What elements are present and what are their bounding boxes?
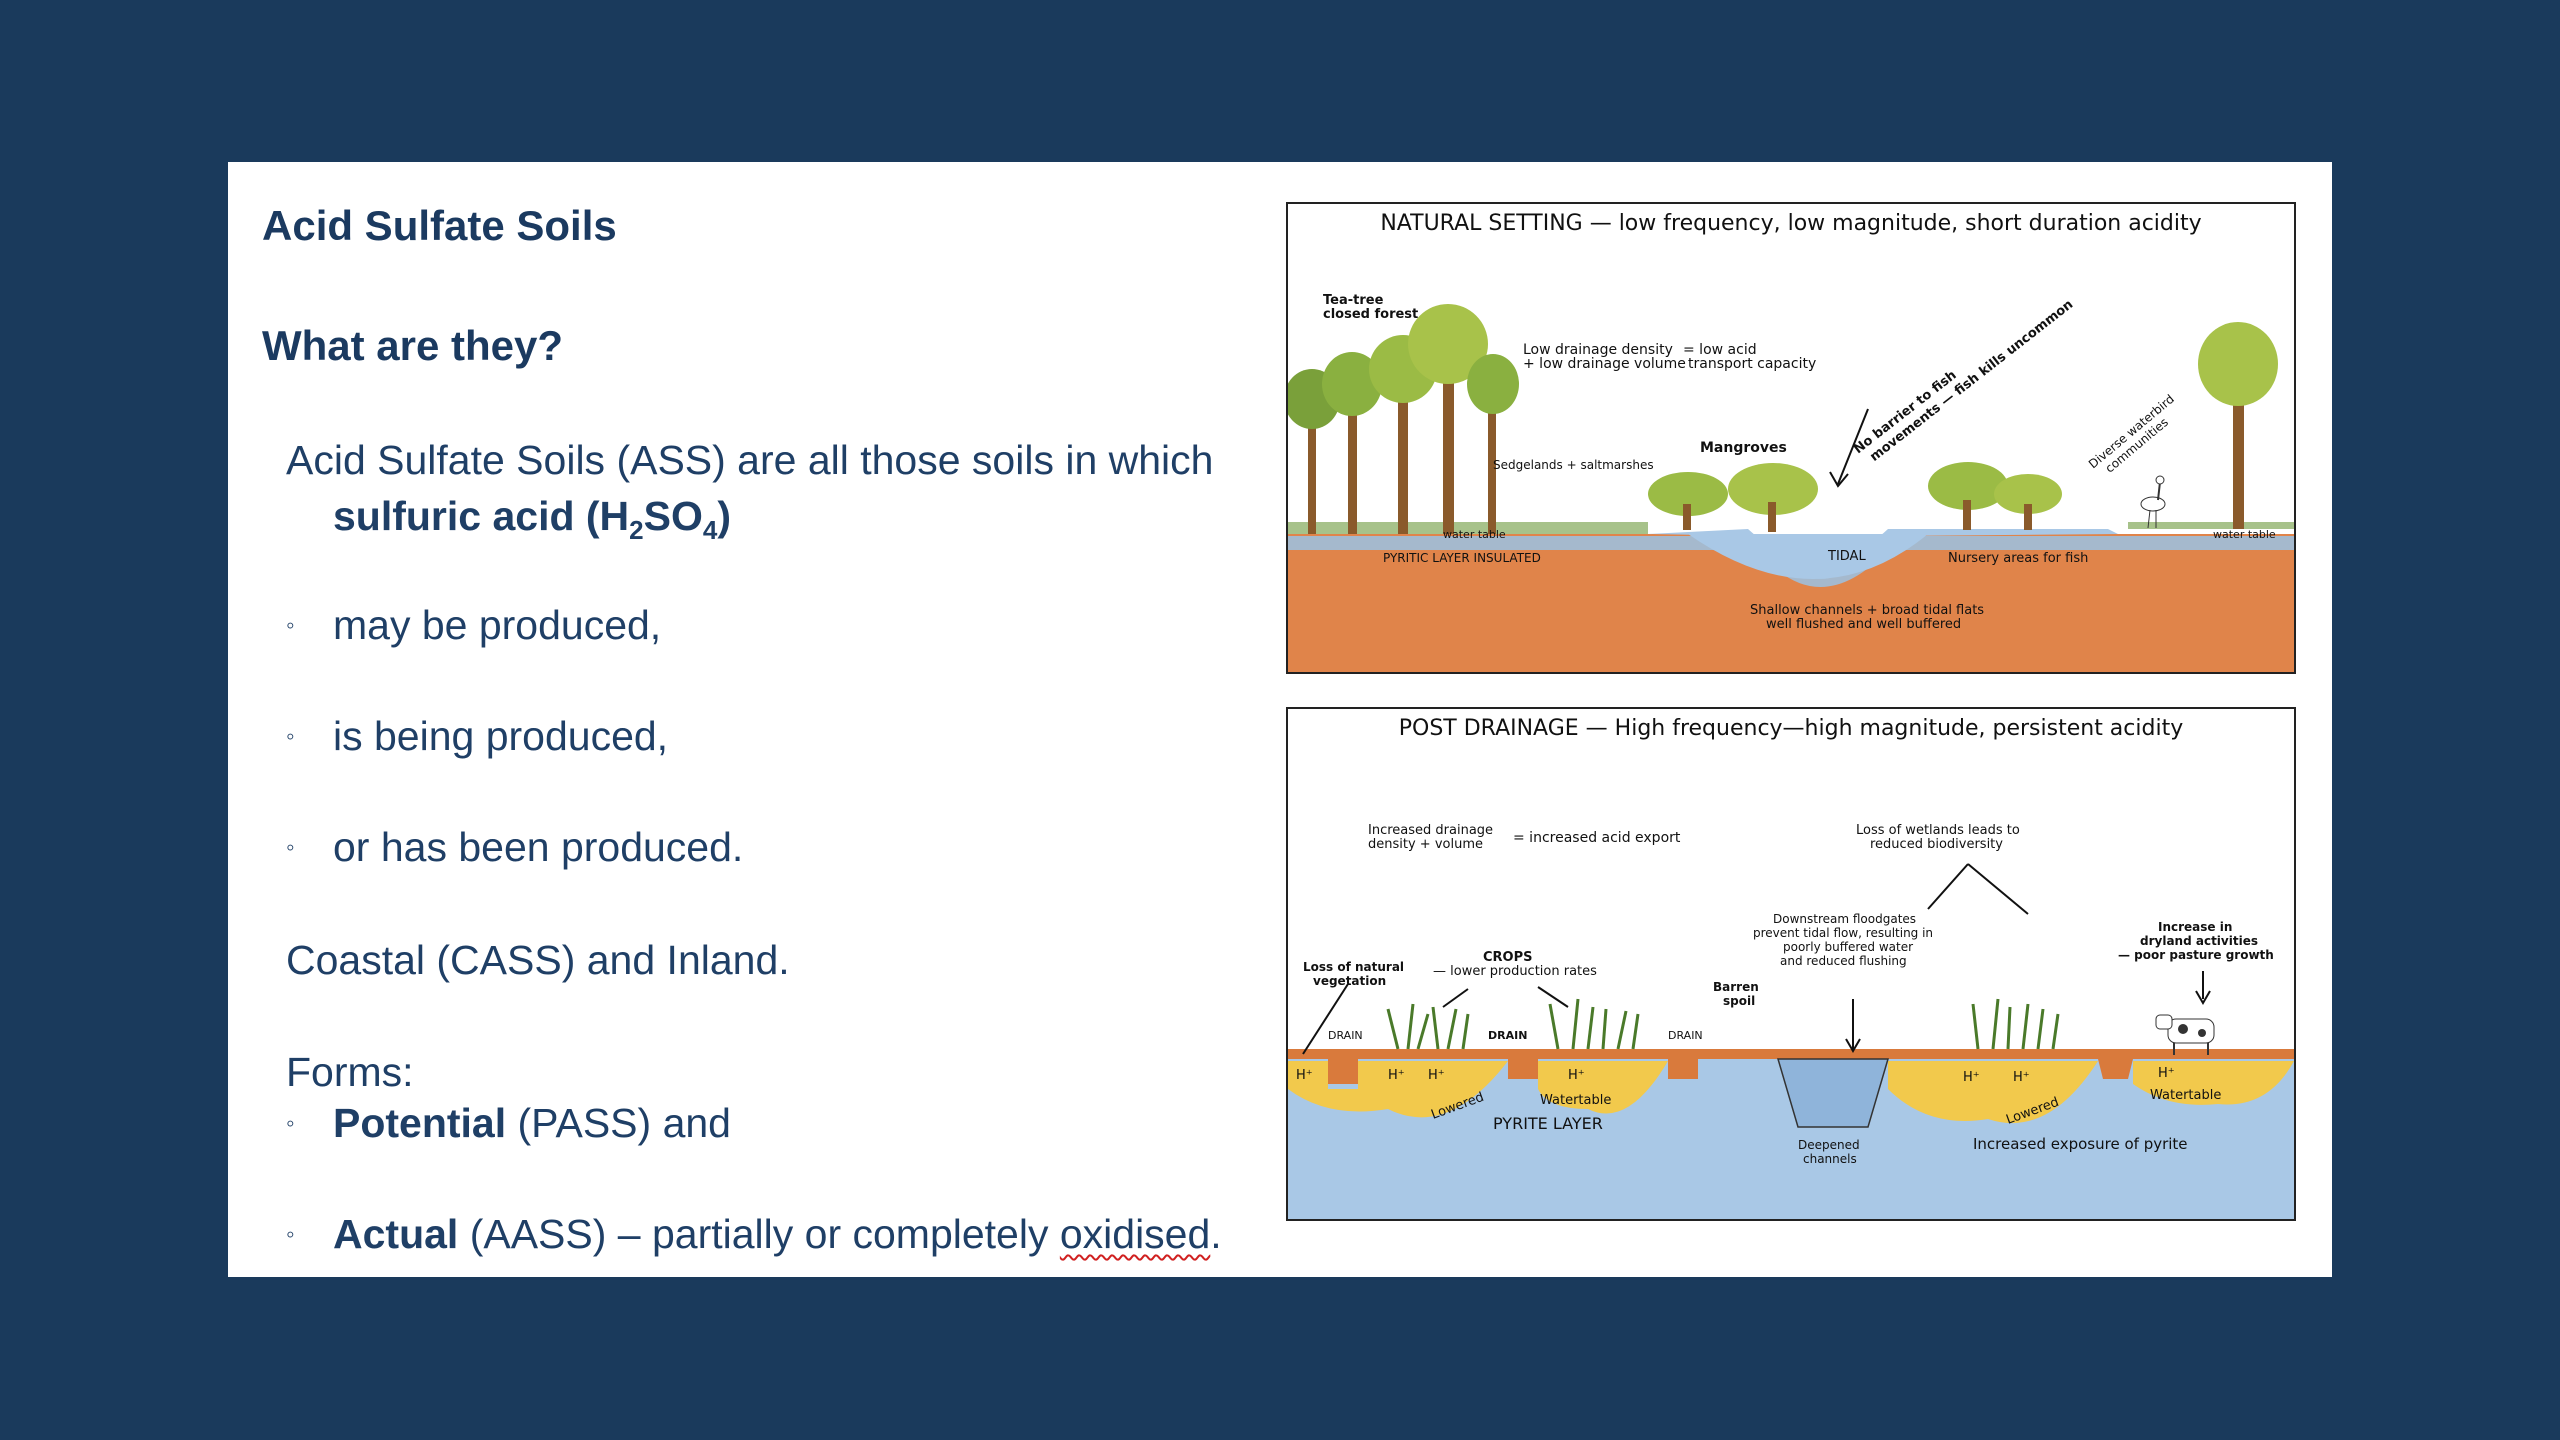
label: Watertable <box>1540 1093 1611 1108</box>
label: closed forest <box>1323 307 1418 322</box>
slide-title: Acid Sulfate Soils <box>262 202 617 249</box>
bullet-icon: ◦ <box>286 723 295 751</box>
label: + low drainage volume <box>1523 356 1686 372</box>
post-drainage-diagram: POST DRAINAGE — High frequency—high magn… <box>1286 707 2296 1221</box>
waterbird-icon <box>2140 475 2166 529</box>
list-item: ◦Actual (AASS) – partially or completely… <box>286 1211 1222 1257</box>
cow-icon <box>2155 1014 2215 1055</box>
label: Downstream floodgates <box>1773 912 1916 926</box>
bullet-icon: ◦ <box>286 1110 295 1138</box>
label: CROPS <box>1483 950 1533 965</box>
label: channels <box>1803 1152 1857 1166</box>
label: and reduced flushing <box>1780 954 1907 968</box>
label: H⁺ <box>1963 1070 1980 1085</box>
label: Deepened <box>1798 1138 1860 1152</box>
label: Increased exposure of pyrite <box>1973 1135 2188 1153</box>
sedgeland-strip <box>1288 522 1648 534</box>
spellcheck-word[interactable]: oxidised <box>1059 1211 1211 1257</box>
label: transport capacity <box>1688 356 1816 372</box>
label: H⁺ <box>1428 1068 1445 1083</box>
label: DRAIN <box>1328 1029 1363 1042</box>
slide: Acid Sulfate Soils What are they? Acid S… <box>228 162 2332 1277</box>
acid-zone <box>1288 1061 1508 1118</box>
label: PYRITIC LAYER INSULATED <box>1383 551 1541 565</box>
label: water table <box>2213 528 2276 541</box>
label: Shallow channels + broad tidal flats <box>1750 603 1984 618</box>
label: H⁺ <box>1388 1068 1405 1083</box>
diagram-title: NATURAL SETTING — low frequency, low mag… <box>1380 211 2201 236</box>
coastal-line: Coastal (CASS) and Inland. <box>286 937 790 983</box>
label: = increased acid export <box>1513 830 1681 846</box>
acid-zone <box>1538 1061 1668 1114</box>
label: Low drainage density <box>1523 342 1673 358</box>
list-item: ◦is being produced, <box>286 713 669 759</box>
bullet-icon: ◦ <box>286 612 295 640</box>
label: Increase in <box>2158 920 2232 934</box>
section-heading: What are they? <box>262 322 564 369</box>
label: dryland activities <box>2140 934 2258 948</box>
label: Mangroves <box>1700 440 1787 456</box>
natural-setting-diagram: NATURAL SETTING — low frequency, low mag… <box>1286 202 2296 674</box>
definition-line: Acid Sulfate Soils (ASS) are all those s… <box>286 437 1214 483</box>
label: H⁺ <box>2013 1070 2030 1085</box>
diagram-title: POST DRAINAGE — High frequency—high magn… <box>1399 716 2183 741</box>
label: Nursery areas for fish <box>1948 551 2088 566</box>
definition-paragraph: Acid Sulfate Soils (ASS) are all those s… <box>286 432 1213 558</box>
label: Watertable <box>2150 1088 2221 1103</box>
label: Increased drainage <box>1368 823 1493 838</box>
deepened-channel <box>1776 1058 1890 1128</box>
acid-zone <box>1888 1061 2098 1124</box>
tea-tree-forest <box>1288 304 1519 534</box>
label: prevent tidal flow, resulting in <box>1753 926 1933 940</box>
label: H⁺ <box>1296 1068 1313 1083</box>
label: — poor pasture growth <box>2118 948 2274 962</box>
crop-plants <box>1386 998 2060 1050</box>
label: H⁺ <box>1568 1068 1585 1083</box>
label: reduced biodiversity <box>1870 837 2003 852</box>
label: density + volume <box>1368 837 1483 852</box>
bank-strip <box>2128 522 2294 529</box>
arrow-icon <box>1302 863 2211 1055</box>
definition-formula: sulfuric acid (H2SO4) <box>333 493 732 546</box>
label: vegetation <box>1313 974 1386 988</box>
label: well flushed and well buffered <box>1766 617 1961 632</box>
soil-layer <box>1288 534 2294 672</box>
label: — lower production rates <box>1433 964 1597 979</box>
list-item: ◦or has been produced. <box>286 824 744 870</box>
label: movements — fish kills uncommon <box>1867 297 2076 465</box>
label: Sedgelands + saltmarshes <box>1493 458 1654 472</box>
list-item: ◦may be produced, <box>286 602 662 648</box>
forms-label: Forms: <box>286 1049 414 1095</box>
bank-tree <box>2198 322 2278 529</box>
label: = low acid <box>1683 342 1757 358</box>
label: water table <box>1443 528 1506 541</box>
label: H⁺ <box>2158 1066 2175 1081</box>
bullet-icon: ◦ <box>286 834 295 862</box>
arrow-icon <box>1837 408 1869 485</box>
tidal-channel <box>1688 534 1928 579</box>
acid-zone <box>2133 1061 2294 1105</box>
bullet-icon: ◦ <box>286 1221 295 1249</box>
label: Loss of wetlands leads to <box>1856 823 2020 838</box>
label: DRAIN <box>1488 1029 1527 1042</box>
mangrove-trees <box>1648 462 2062 532</box>
label: spoil <box>1723 994 1755 1008</box>
label: Loss of natural <box>1303 960 1404 974</box>
label: DRAIN <box>1668 1029 1703 1042</box>
pyritic-band <box>1288 536 2294 587</box>
label: PYRITE LAYER <box>1493 1114 1603 1133</box>
list-item: ◦Potential (PASS) and <box>286 1100 731 1146</box>
label: Barren <box>1713 980 1759 994</box>
label: Tea-tree <box>1323 293 1384 308</box>
label: TIDAL <box>1827 549 1866 564</box>
label: poorly buffered water <box>1783 940 1913 954</box>
